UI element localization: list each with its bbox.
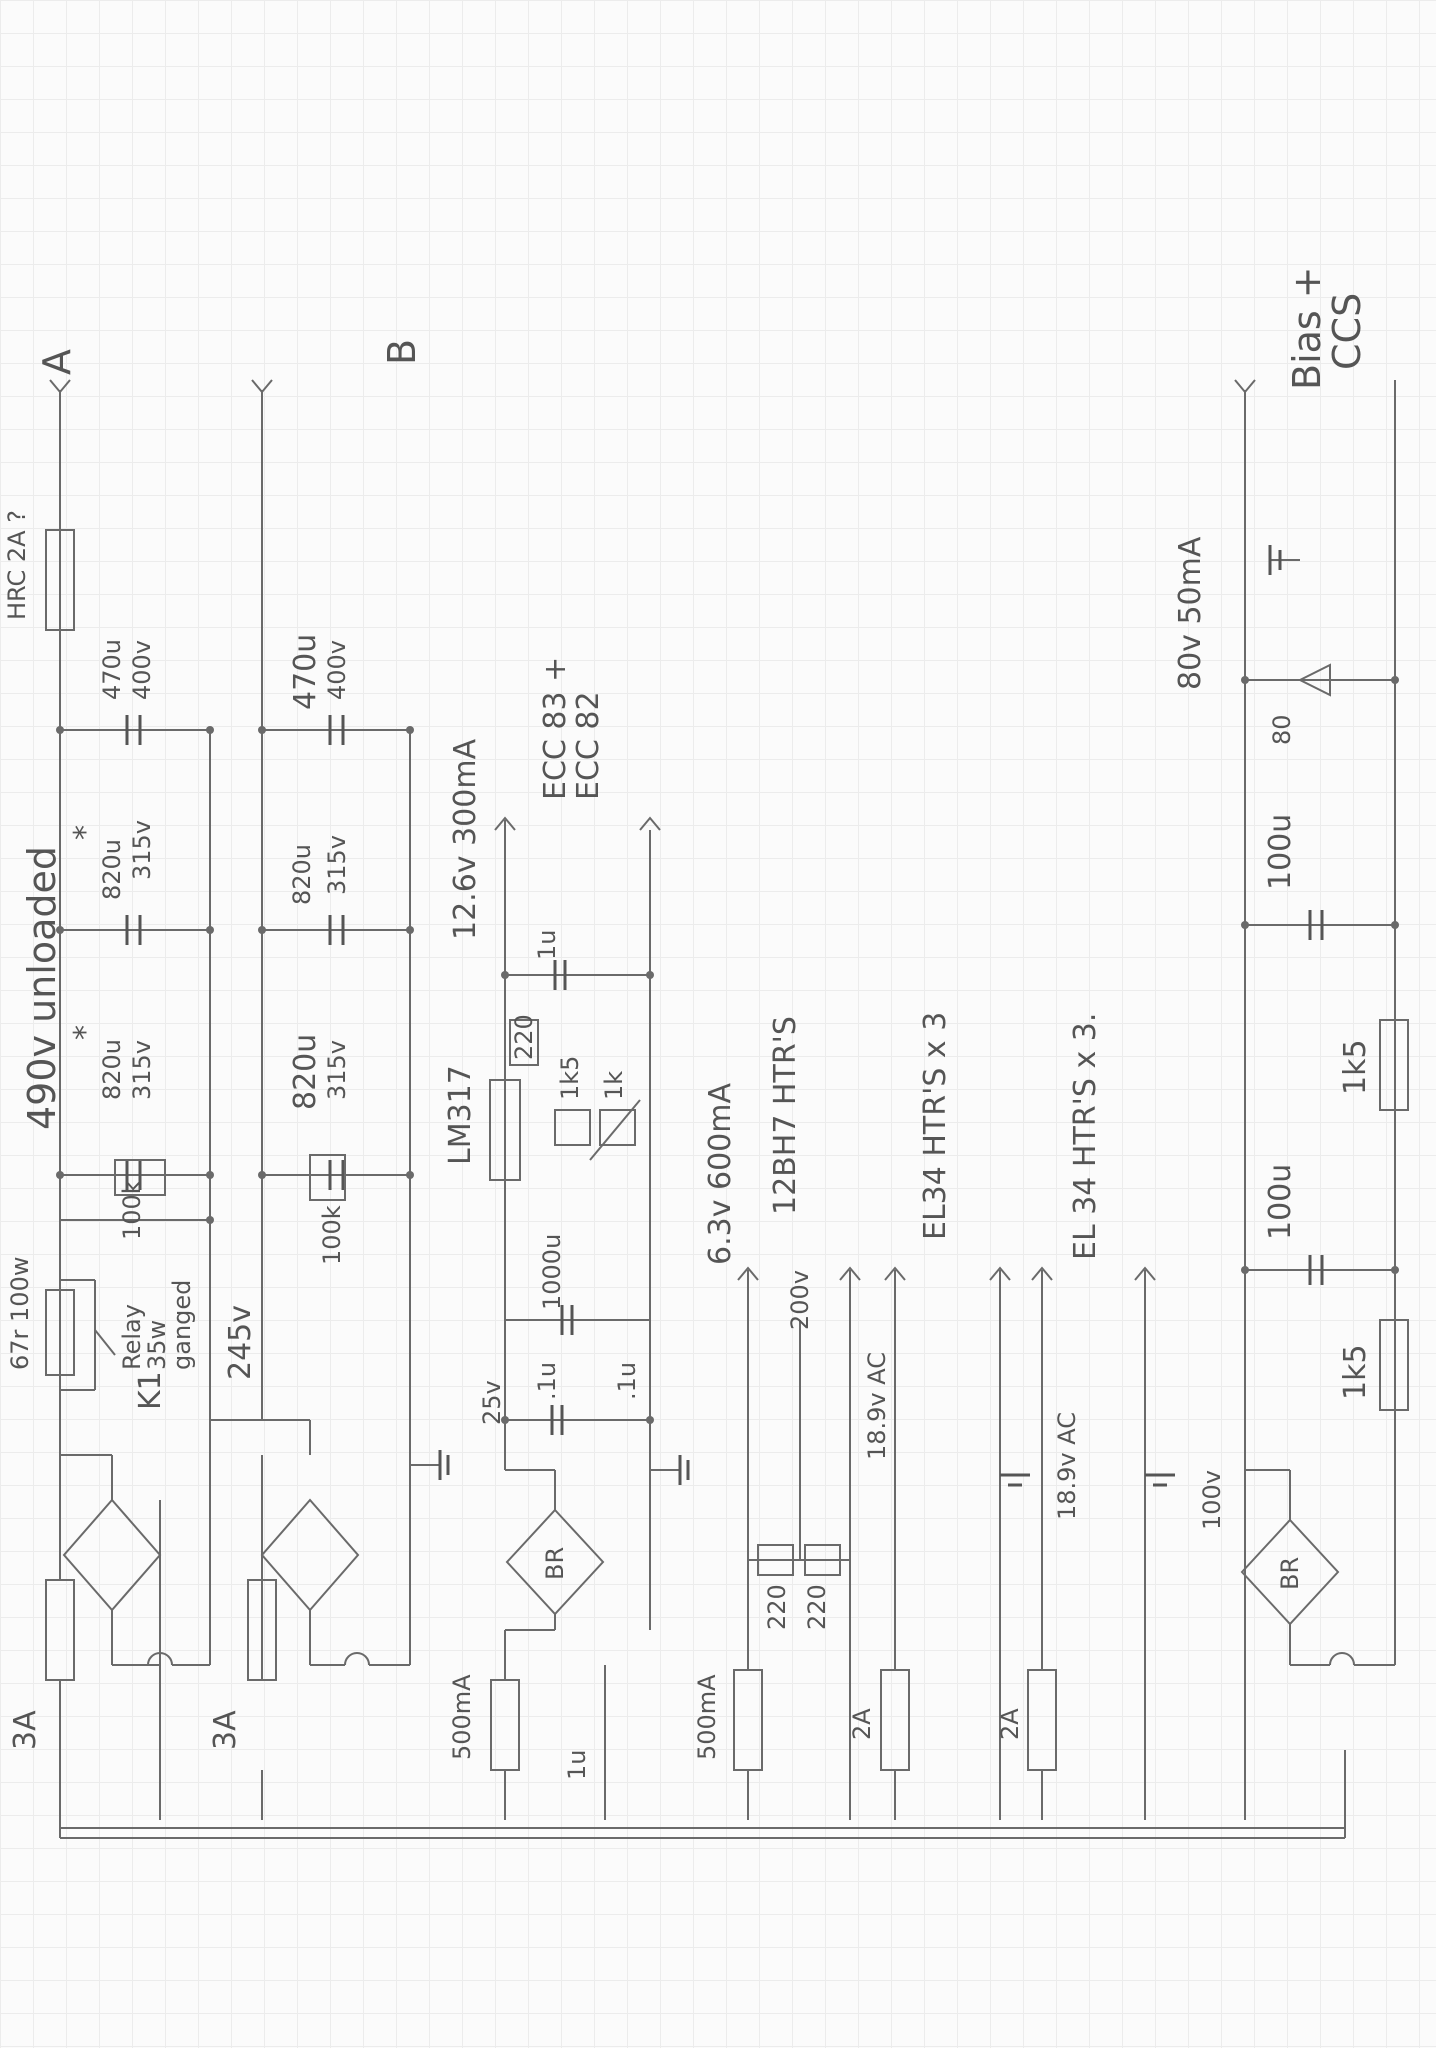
hv-supply (45, 379, 214, 1820)
hv-relay-label: K1 (133, 1371, 168, 1410)
labels: 490v unloaded 3A 67r 100w K1 Relay 35w g… (3, 266, 1373, 1780)
heater6-fuse-label: 500mA (693, 1674, 721, 1760)
mid-voltage-label: 245v (223, 1305, 258, 1380)
heater12-fuse-label: 500mA (448, 1674, 476, 1760)
hv-cap1-value: 820u (98, 1039, 126, 1100)
bias-output-label: 80v 50mA (1173, 536, 1208, 690)
el34a-ac-label: 18.9v AC (863, 1352, 891, 1460)
el34b-ac-label: 18.9v AC (1053, 1412, 1081, 1520)
el34a-fuse (880, 1669, 910, 1771)
zener-label: 80 (1268, 714, 1296, 745)
hv-relay-note-2: 35w (143, 1320, 171, 1370)
heater12-fuse (490, 1679, 520, 1771)
heater12-cap-small2: .1u (613, 1362, 641, 1400)
lm317-r-top-label: 220 (510, 1014, 538, 1060)
bias-cap1-label: 100u (1263, 1164, 1298, 1240)
lm317-regulator (489, 1079, 521, 1181)
lm317-r-top (509, 1019, 539, 1066)
heater12-reservoir-label: 1000u (538, 1234, 566, 1310)
bias-load-2: CCS (1325, 293, 1369, 370)
heater12-bridge-label: BR (541, 1547, 569, 1580)
heater12-cap-small1: .1u (533, 1362, 561, 1400)
heater6-output-label: 6.3v 600mA (703, 1083, 738, 1265)
heater6-load-label: 12BH7 HTR'S (768, 1016, 803, 1215)
hv-bleeder (114, 1159, 166, 1196)
heater6-r2-label: 220 (803, 1584, 831, 1630)
el34a-fuse-label: 2A (848, 1708, 876, 1740)
hv-cap1-voltage: 315v (128, 1040, 156, 1100)
transformer-bus (59, 1750, 1346, 1839)
lm317-r-mid (554, 1109, 591, 1146)
el34b-load-label: EL 34 HTR'S x 3. (1068, 1013, 1103, 1260)
hv-cap1-star: * (68, 1025, 103, 1040)
heater12-load-2: ECC 82 (571, 691, 606, 800)
bias-r2 (1379, 1019, 1409, 1111)
bias-load-1: Bias + (1285, 266, 1329, 390)
bias-r2-label: 1k5 (1338, 1039, 1373, 1095)
hv-output-fuse-label: HRC 2A ? (3, 510, 31, 620)
zener-diode (1297, 663, 1331, 697)
mid-supply (210, 379, 450, 1820)
lm317-pot (599, 1109, 636, 1146)
mid-cap2-value: 820u (288, 844, 316, 905)
hv-relay-note-1: Relay (118, 1304, 146, 1370)
bias-ac-label: 100v (1198, 1470, 1226, 1530)
lm317-r-mid-label: 1k5 (556, 1056, 584, 1100)
heater12-load-1: ECC 83 + (538, 657, 573, 800)
el34b-fuse (1027, 1669, 1057, 1771)
hv-cap2-voltage: 315v (128, 820, 156, 880)
hv-fuse-label: 3A (8, 1710, 43, 1750)
hv-relay-note-3: ganged (168, 1280, 196, 1370)
heater6-ct-label: 200v (786, 1270, 814, 1330)
heater6-fuse (733, 1669, 763, 1771)
output-b-label: B (380, 339, 424, 365)
mid-bleeder (309, 1154, 346, 1201)
heater6-r1 (757, 1544, 794, 1576)
bias-r1-label: 1k5 (1338, 1344, 1373, 1400)
bias-r1 (1379, 1319, 1409, 1411)
el34-heater-supplies (880, 1266, 1175, 1820)
heater12-input-cap-label: 1u (563, 1750, 591, 1780)
mid-fuse-label: 3A (208, 1710, 243, 1750)
lm317-label: LM317 (443, 1065, 478, 1165)
mid-cap2-voltage: 315v (323, 835, 351, 895)
hv-inrush-resistor (45, 1289, 75, 1376)
bias-cap2-label: 100u (1263, 814, 1298, 890)
title: 490v unloaded (20, 846, 64, 1130)
bias-bridge-label: BR (1276, 1557, 1304, 1590)
hv-cap3-voltage: 400v (128, 640, 156, 700)
heater-6v-supply (733, 1266, 861, 1820)
heater-12v-supply (489, 816, 690, 1820)
heater12-ac-label: 25v (478, 1380, 506, 1425)
heater12-out-cap-label: 1u (533, 930, 561, 960)
mid-cap1-voltage: 315v (323, 1040, 351, 1100)
bias-supply (1234, 379, 1409, 1820)
hv-output-fuse (45, 529, 75, 631)
heater12-output-label: 12.6v 300mA (448, 738, 483, 940)
el34b-fuse-label: 2A (996, 1708, 1024, 1740)
hv-cap2-star: * (68, 825, 103, 840)
hv-cap3-value: 470u (98, 639, 126, 700)
heater6-r2 (804, 1544, 841, 1576)
hv-cap2-value: 820u (98, 839, 126, 900)
mid-cap1-value: 820u (288, 1034, 323, 1110)
output-a-label: A (35, 349, 79, 375)
heater6-r1-label: 220 (763, 1584, 791, 1630)
mid-bleeder-label: 100k (318, 1205, 346, 1265)
lm317-pot-label: 1k (600, 1071, 628, 1100)
hv-inrush-label: 67r 100w (6, 1257, 34, 1370)
hv-bleeder-label: 100k (118, 1180, 146, 1240)
hv-fuse (45, 1579, 75, 1681)
hv-bridge (62, 1498, 162, 1612)
mid-cap3-voltage: 400v (323, 640, 351, 700)
el34a-load-label: EL34 HTR'S x 3 (918, 1012, 953, 1240)
mid-cap3-value: 470u (288, 634, 323, 710)
